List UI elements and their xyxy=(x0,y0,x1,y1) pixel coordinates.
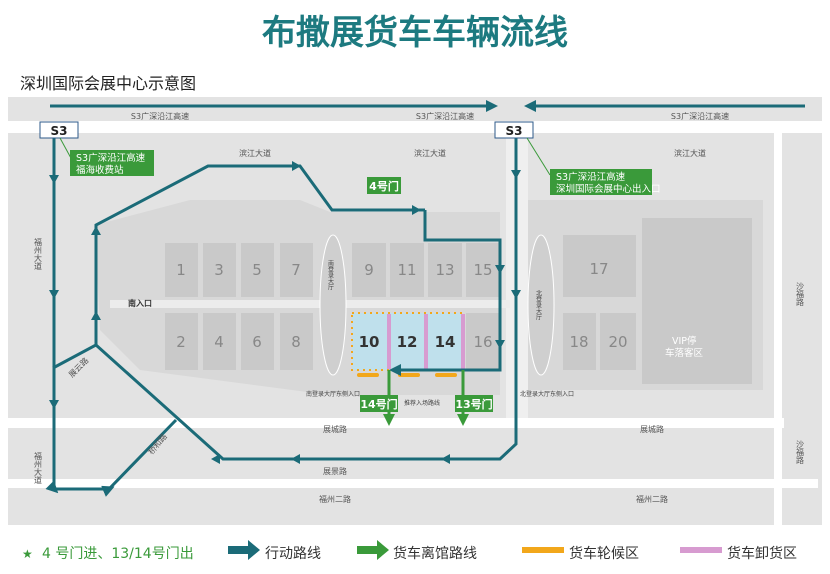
action-route xyxy=(45,100,805,497)
callout-right xyxy=(550,169,652,195)
south-entrance-label: 南入口 xyxy=(128,298,152,308)
hall-label: 5 xyxy=(252,261,262,279)
hall-label: 4 xyxy=(214,333,224,351)
road-strip xyxy=(8,418,784,428)
unloading-swatch xyxy=(680,547,722,553)
central-corridor xyxy=(110,300,510,308)
gate-14-badge xyxy=(360,395,398,412)
vip-label: 车落客区 xyxy=(665,347,704,359)
hall-label: 13 xyxy=(435,261,454,279)
gate-13-badge xyxy=(455,395,493,412)
hall-label: 9 xyxy=(364,261,374,279)
south-hall-oval xyxy=(319,234,347,376)
road-label: 滨江大道 xyxy=(674,148,706,158)
legend-waiting: 货车轮候区 xyxy=(569,545,639,562)
road-label: 福州二路 xyxy=(636,494,668,504)
s3-shield-text: S3 xyxy=(506,124,523,138)
callout-text: S3广深沿江高速 xyxy=(556,171,626,183)
hall-label: 11 xyxy=(397,261,416,279)
north-hall-east-label: 北登录大厅东侧入口 xyxy=(520,390,574,398)
road-strip xyxy=(8,121,822,133)
waiting-swatch xyxy=(522,547,564,553)
callout-text: S3广深沿江高速 xyxy=(76,152,146,164)
hall-label: 14 xyxy=(435,333,456,351)
road-label: 沙福路 xyxy=(796,440,805,464)
hall-label: 1 xyxy=(176,261,186,279)
star-icon: ★ xyxy=(22,547,33,561)
south-hall-label: 南登录大厅 xyxy=(327,259,334,290)
hall-label: 17 xyxy=(589,260,608,278)
green-arrow-icon xyxy=(357,540,389,560)
road-label: S3广深沿江高速 xyxy=(416,111,474,121)
vip-area xyxy=(642,218,752,384)
callout-text: 福海收费站 xyxy=(76,164,124,176)
road-label: 福州二路 xyxy=(319,494,351,504)
road-label: 福州大道 xyxy=(34,238,43,271)
hall-label: 20 xyxy=(608,333,627,351)
callout-pointer xyxy=(526,137,551,176)
legend-unloading: 货车卸货区 xyxy=(727,545,797,562)
gate-14-label: 14号门 xyxy=(360,397,397,411)
vip-label: VIP停 xyxy=(672,335,697,347)
route-arrows xyxy=(49,161,521,464)
hall-label: 6 xyxy=(252,333,262,351)
callout-text: 深圳国际会展中心出入口 xyxy=(556,183,661,195)
road-label: 福州大道 xyxy=(34,452,43,485)
road-label: 展景路 xyxy=(323,466,347,476)
waiting-areas xyxy=(357,373,457,377)
hall-label: 7 xyxy=(291,261,301,279)
teal-arrow-icon xyxy=(228,540,260,560)
callout-left xyxy=(70,150,154,176)
recommended-route-label: 推荐入场路线 xyxy=(404,399,440,407)
gate-13-label: 13号门 xyxy=(455,397,492,411)
gate-4-label: 4号门 xyxy=(369,179,399,193)
map-subtitle: 深圳国际会展中心示意图 xyxy=(20,74,196,93)
north-hall-oval xyxy=(527,234,555,376)
hall-label: 3 xyxy=(214,261,224,279)
legend-rule: 4 号门进、13/14号门出 xyxy=(42,546,194,562)
s3-shield-text: S3 xyxy=(51,124,68,138)
legend: ★ 4 号门进、13/14号门出 行动路线 货车离馆路线 货车轮候区 货车卸货区 xyxy=(22,540,797,562)
road-label: 滨江大道 xyxy=(239,148,271,158)
road-label: 沙福路 xyxy=(796,282,805,306)
halls-top xyxy=(165,235,636,297)
halls-bottom xyxy=(165,218,752,384)
s3-shield-right xyxy=(494,121,534,139)
hall-label: 16 xyxy=(473,333,492,351)
page-title: 布撒展货车车辆流线 xyxy=(262,13,568,53)
legend-exit: 货车离馆路线 xyxy=(393,545,477,562)
road-label: 展城路 xyxy=(640,424,664,434)
hall-label: 2 xyxy=(176,333,186,351)
road-label: S3广深沿江高速 xyxy=(671,111,729,121)
legend-action: 行动路线 xyxy=(265,546,321,562)
hall-label: 18 xyxy=(569,333,588,351)
gate-4-badge xyxy=(367,177,401,194)
hall-label: 8 xyxy=(291,333,301,351)
road-label: 展城路 xyxy=(323,424,347,434)
hall-label: 12 xyxy=(397,333,418,351)
s3-shield-left xyxy=(39,121,79,139)
road-strip xyxy=(8,479,818,488)
road-label: 滨江大道 xyxy=(414,148,446,158)
south-hall-east-label: 南登录大厅东侧入口 xyxy=(306,390,360,398)
north-hall-label: 北登录大厅 xyxy=(535,289,542,320)
hall-label: 10 xyxy=(359,333,380,351)
hall-label: 15 xyxy=(473,261,492,279)
unloading-areas xyxy=(387,314,465,369)
road-strip xyxy=(774,133,782,525)
road-label: S3广深沿江高速 xyxy=(131,111,189,121)
